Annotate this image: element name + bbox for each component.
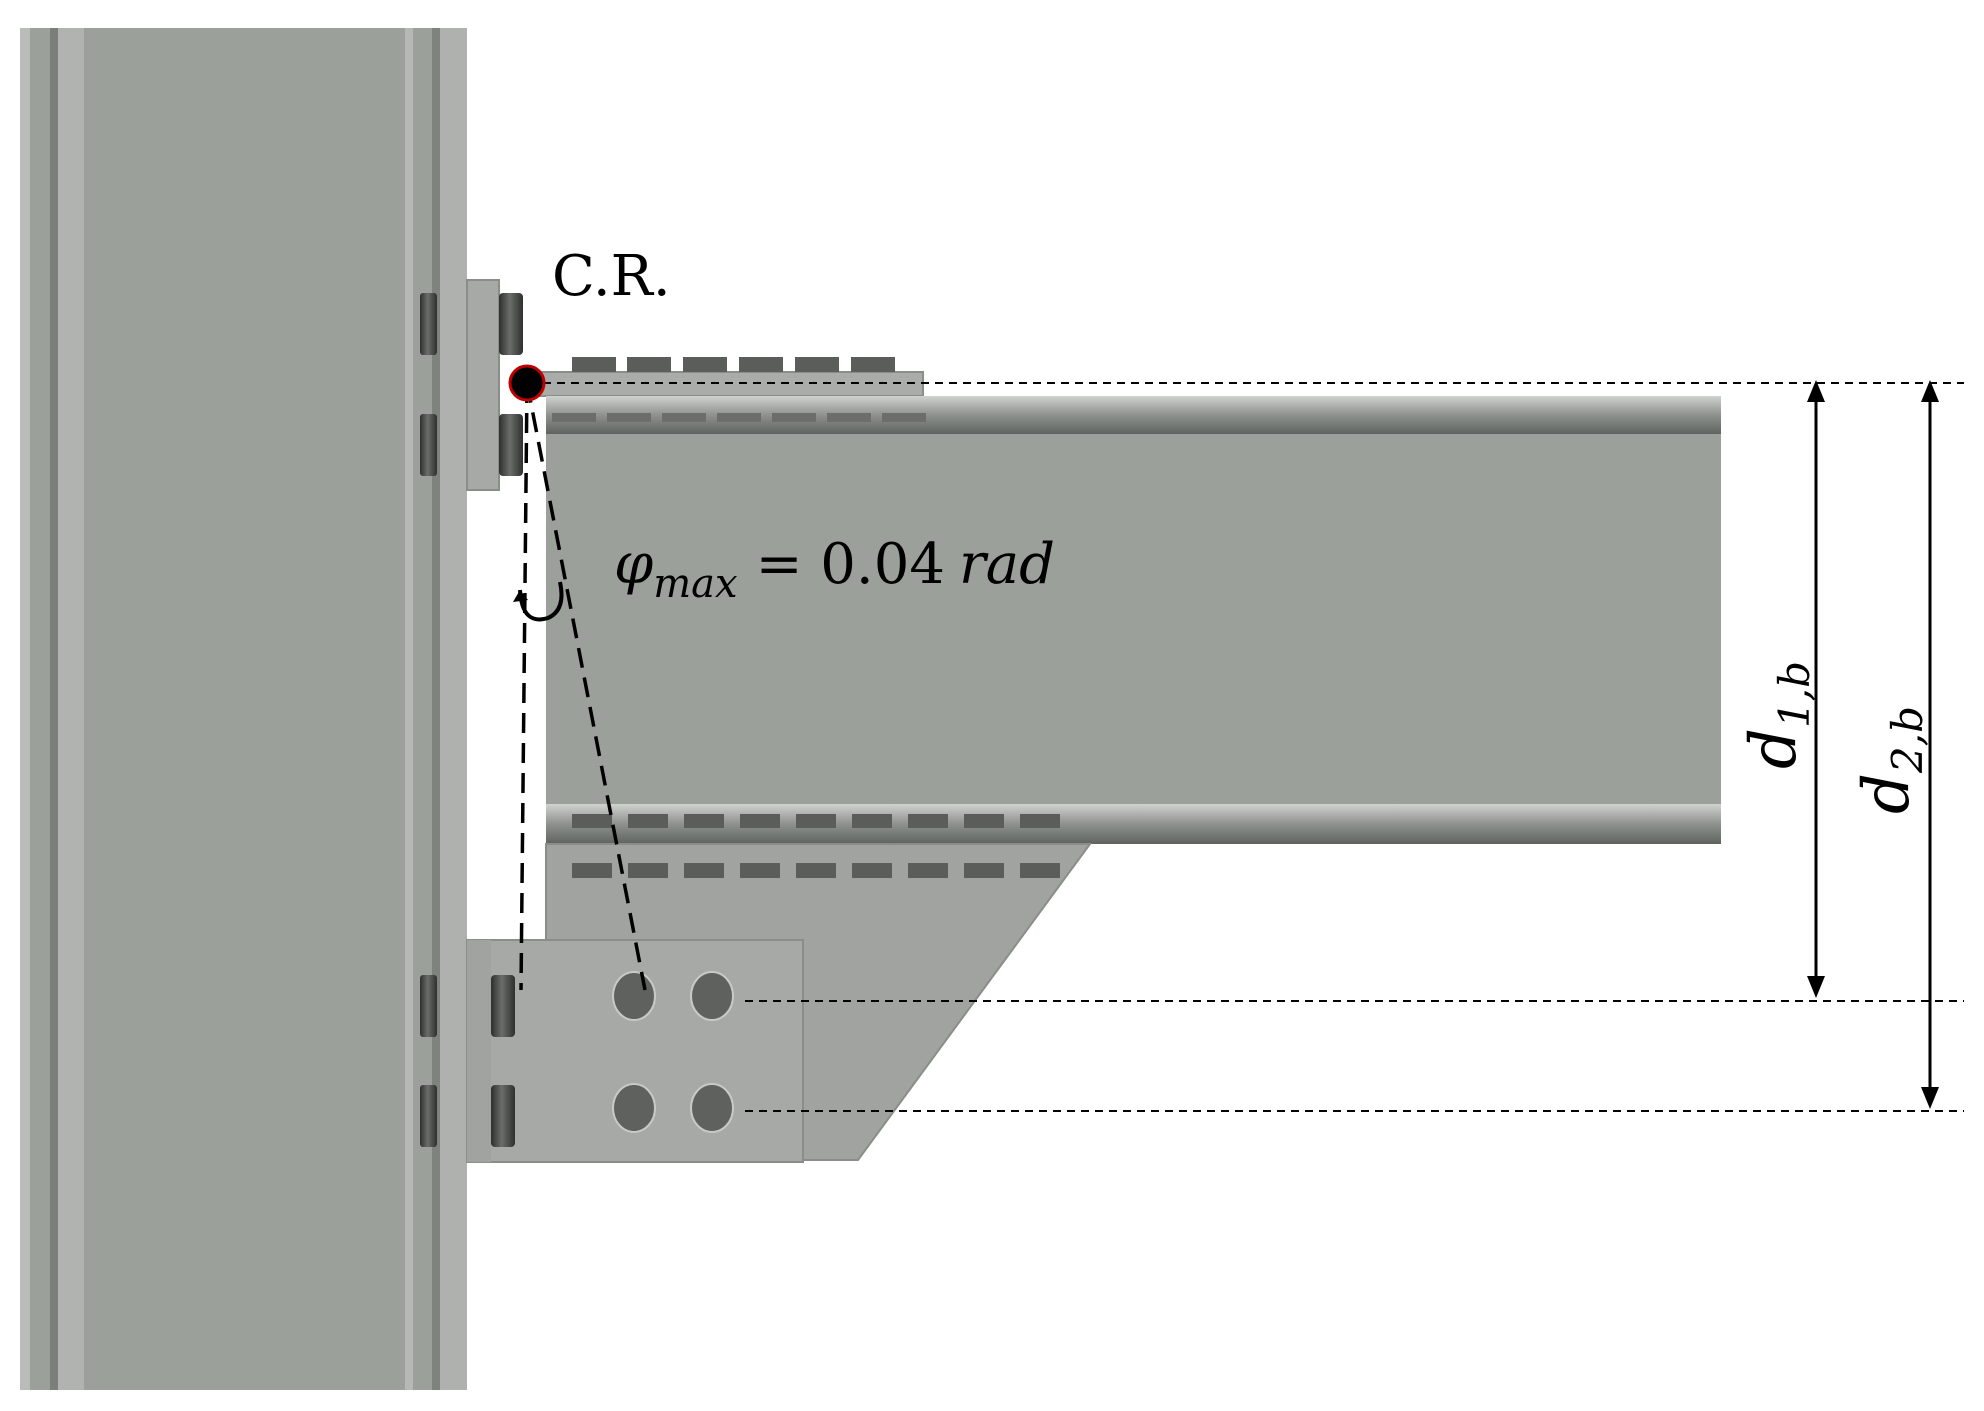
beam-web (546, 434, 1721, 804)
bolt-nut (499, 293, 523, 355)
arrowhead-up (1807, 380, 1825, 402)
bolt-nut (499, 414, 523, 476)
bottom-angle (420, 939, 804, 1163)
arrowhead-up (1921, 380, 1939, 402)
dimension-d2 (1921, 380, 1939, 1109)
d2-label: d2,b (1850, 706, 1932, 814)
bolt-holes (612, 971, 734, 1133)
haunch-bolts (572, 863, 1060, 878)
beam-top-flange-bolts (552, 413, 926, 422)
beam (546, 396, 1721, 844)
arrowhead-down (1921, 1087, 1939, 1109)
top-angle-bolts (420, 293, 523, 476)
svg-text:d1,b: d1,b (1737, 661, 1819, 769)
bolt-nut (491, 1085, 515, 1147)
dimension-d1 (1807, 380, 1825, 998)
bolt-head (420, 975, 437, 1037)
bolt-head (420, 1085, 437, 1147)
arrowhead-down (1807, 976, 1825, 998)
top-angle (466, 279, 500, 491)
bolt-head (420, 414, 437, 476)
rotated-line (525, 382, 647, 991)
top-cover-plate (522, 357, 924, 397)
rotation-arc (513, 581, 564, 622)
vertical-rotation-line (519, 382, 529, 991)
cr-label: C.R. (552, 244, 671, 309)
top-plate-bolts (572, 357, 895, 372)
column (20, 28, 467, 1390)
reference-lines (529, 382, 1964, 1112)
d1-label: d1,b (1737, 661, 1819, 769)
svg-text:d2,b: d2,b (1850, 706, 1932, 814)
bolt-nut (491, 975, 515, 1037)
beam-bottom-flange-bolts (572, 814, 1060, 828)
bolt-head (420, 293, 437, 355)
rotation-lines (519, 382, 647, 991)
center-of-rotation-point (508, 364, 546, 402)
